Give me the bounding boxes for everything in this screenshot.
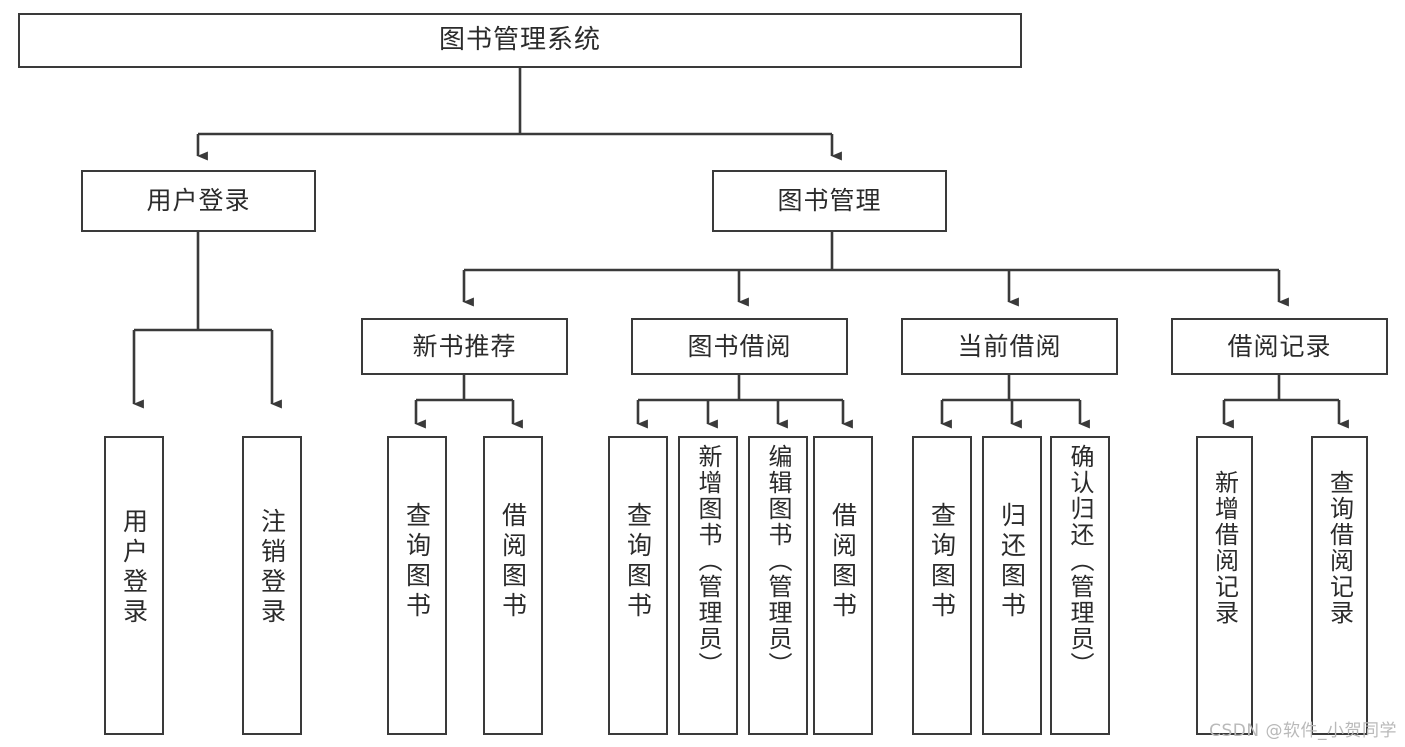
node-book-borrow[interactable]: 图书借阅 [631, 318, 848, 375]
node-label: 借阅记录 [1227, 331, 1332, 361]
leaf-borrow-books-recommend[interactable]: 借阅图书 [483, 436, 543, 735]
node-label: 查询借阅记录 [1325, 470, 1354, 626]
leaf-query-borrow-record[interactable]: 查询借阅记录 [1311, 436, 1368, 735]
node-label: 图书管理系统 [438, 25, 601, 56]
leaf-query-books-borrow[interactable]: 查询图书 [608, 436, 668, 735]
node-label: 借阅图书 [828, 502, 858, 622]
node-label: 新增借阅记录 [1210, 470, 1239, 626]
node-book-management[interactable]: 图书管理 [712, 170, 947, 232]
leaf-query-books-recommend[interactable]: 查询图书 [387, 436, 447, 735]
leaf-query-books-current[interactable]: 查询图书 [912, 436, 972, 735]
leaf-add-borrow-record[interactable]: 新增借阅记录 [1196, 436, 1253, 735]
leaf-add-book-admin[interactable]: 新增图书（管理员） [678, 436, 738, 735]
node-label: 确认归还（管理员） [1066, 444, 1094, 678]
leaf-user-login[interactable]: 用户登录 [104, 436, 164, 735]
leaf-confirm-return-admin[interactable]: 确认归还（管理员） [1050, 436, 1110, 735]
node-label: 用户登录 [119, 508, 149, 628]
node-current-borrow[interactable]: 当前借阅 [901, 318, 1118, 375]
node-label: 用户登录 [146, 186, 251, 216]
node-label: 当前借阅 [957, 331, 1062, 361]
node-borrow-records[interactable]: 借阅记录 [1171, 318, 1388, 375]
node-root-system[interactable]: 图书管理系统 [18, 13, 1022, 68]
leaf-return-books[interactable]: 归还图书 [982, 436, 1042, 735]
node-label: 借阅图书 [498, 502, 528, 622]
csdn-watermark: CSDN @软件_小贺同学 [1209, 721, 1397, 741]
leaf-edit-book-admin[interactable]: 编辑图书（管理员） [748, 436, 808, 735]
node-label: 图书管理 [777, 186, 882, 216]
node-label: 注销登录 [257, 508, 287, 628]
node-label: 查询图书 [402, 502, 432, 622]
node-label: 新书推荐 [412, 331, 517, 361]
leaf-logout[interactable]: 注销登录 [242, 436, 302, 735]
node-label: 图书借阅 [687, 331, 792, 361]
node-label: 查询图书 [927, 502, 957, 622]
node-label: 归还图书 [997, 502, 1027, 622]
node-label: 查询图书 [623, 502, 653, 622]
node-user-login[interactable]: 用户登录 [81, 170, 316, 232]
leaf-borrow-books-borrow[interactable]: 借阅图书 [813, 436, 873, 735]
node-label: 编辑图书（管理员） [764, 444, 792, 678]
node-label: 新增图书（管理员） [694, 444, 722, 678]
node-new-book-recommend[interactable]: 新书推荐 [361, 318, 568, 375]
